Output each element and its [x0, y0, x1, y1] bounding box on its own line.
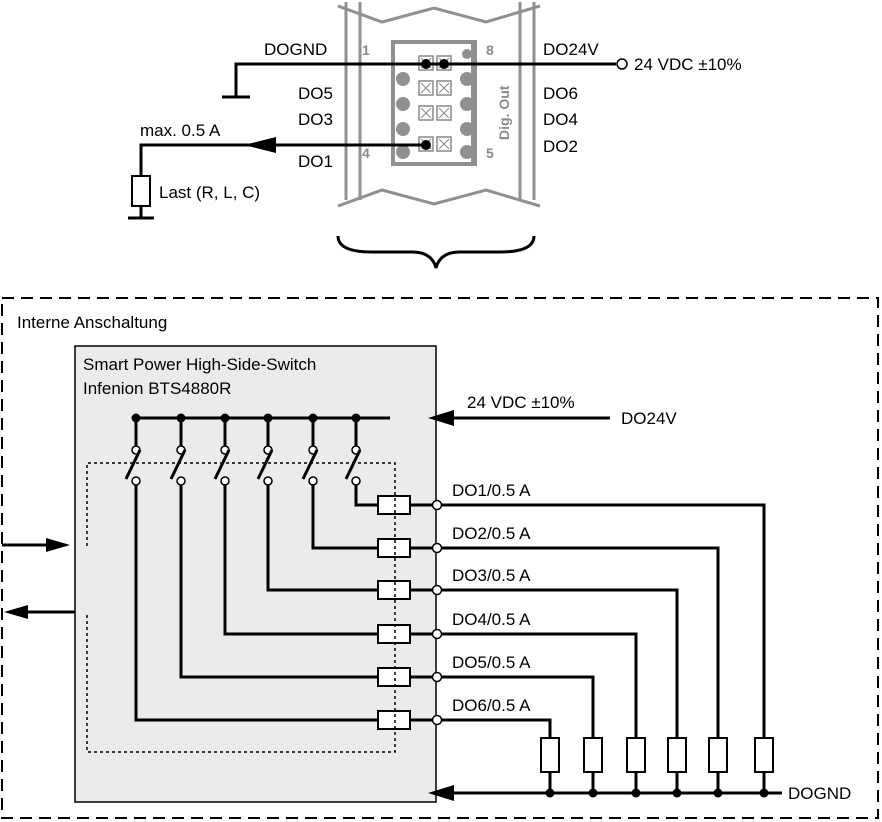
switch-channels: DO1/0.5 A DO2/0.5 A DO3/0.5 A DO4/0.5 A DO5/… [124, 413, 774, 798]
channel-6-contact-lower [131, 476, 141, 486]
chip-title-2: Infenion BTS4880R [83, 379, 231, 398]
section-title: Interne Anschaltung [17, 313, 167, 332]
channel-1-contact-lower [351, 476, 361, 486]
label-do3: DO3 [298, 110, 333, 129]
label-max-current: max. 0.5 A [140, 121, 221, 140]
label-do5: DO5 [298, 84, 333, 103]
channel-3-switch-blade [256, 449, 274, 480]
channel-1-switch-blade [344, 449, 362, 480]
channel-5-sense-box [377, 667, 411, 687]
channel-3-load [667, 737, 687, 773]
chip-body [74, 345, 437, 803]
channel-3-output-pin [431, 584, 443, 596]
label-load: Last (R, L, C) [159, 183, 260, 202]
label-do6: DO6 [543, 84, 578, 103]
channel-2-load-wire [442, 546, 720, 738]
channel-5-load [583, 737, 603, 773]
pin-5-number: 5 [486, 145, 494, 161]
channel-6-load-wire [442, 718, 552, 738]
channel-2-sense-box [377, 538, 411, 558]
channel-1-output-pin [431, 499, 443, 511]
channel-2-switch-blade [301, 449, 319, 480]
channel-4-sense-box [377, 624, 411, 644]
channel-2-contact-lower [308, 476, 318, 486]
channel-2-output-pin [431, 542, 443, 554]
ground-bus [428, 785, 782, 801]
channel-6-switch-output [134, 485, 378, 722]
channel-4-contact-lower [220, 476, 230, 486]
channel-3-sense-box [377, 580, 411, 600]
module-label: Dig. Out [496, 85, 512, 140]
channel-2-label: DO2/0.5 A [452, 524, 531, 543]
label-do2: DO2 [543, 137, 578, 156]
channel-6-sense-box [377, 710, 411, 730]
label-supply-internal: 24 VDC ±10% [467, 393, 575, 412]
channel-4-load [626, 737, 646, 773]
channel-5-load-wire [442, 675, 595, 738]
channel-6-label: DO6/0.5 A [452, 696, 531, 715]
channel-3-contact-lower [263, 476, 273, 486]
channel-5-label: DO5/0.5 A [452, 653, 531, 672]
channel-5-output-pin [431, 671, 443, 683]
channel-5-contact-lower [176, 476, 186, 486]
channel-5-switch-blade [169, 449, 187, 480]
label-do1: DO1 [298, 152, 333, 171]
internal-boundary [1, 297, 879, 819]
channel-6-switch-blade [124, 449, 142, 480]
label-dognd-internal: DOGND [788, 784, 851, 803]
chip-title-1: Smart Power High-Side-Switch [83, 355, 316, 374]
channel-6-load [540, 737, 560, 773]
label-do24v-top: DO24V [543, 40, 599, 59]
terminal-connector: 1 4 8 5 Dig. Out [337, 2, 541, 208]
channel-3-label: DO3/0.5 A [452, 566, 531, 585]
channel-4-switch-output [223, 485, 378, 636]
control-line [86, 462, 396, 753]
channel-1-switch-output [354, 485, 378, 507]
channel-3-load-wire [442, 588, 679, 738]
io-arrows [2, 538, 75, 619]
channel-4-output-pin [431, 628, 443, 640]
channel-4-label: DO4/0.5 A [452, 610, 531, 629]
pin-1-number: 1 [362, 42, 370, 58]
pin-8-number: 8 [486, 42, 494, 58]
channel-4-switch-blade [213, 449, 231, 480]
label-dognd-top: DOGND [264, 40, 327, 59]
pin-4-number: 4 [362, 145, 370, 161]
channel-5-switch-output [179, 485, 378, 679]
channel-1-load [754, 737, 774, 773]
connector-wiring [128, 58, 628, 220]
channel-3-switch-output [266, 485, 378, 592]
channel-6-output-pin [431, 714, 443, 726]
label-do24v-internal: DO24V [621, 409, 677, 428]
channel-1-label: DO1/0.5 A [452, 481, 531, 500]
label-do4: DO4 [543, 110, 578, 129]
curly-brace [336, 235, 536, 269]
channel-1-sense-box [377, 495, 411, 515]
channel-4-load-wire [442, 632, 638, 738]
channel-2-load [708, 737, 728, 773]
channel-2-switch-output [311, 485, 378, 550]
channel-1-load-wire [442, 503, 766, 738]
label-supply-top: 24 VDC ±10% [634, 55, 742, 74]
